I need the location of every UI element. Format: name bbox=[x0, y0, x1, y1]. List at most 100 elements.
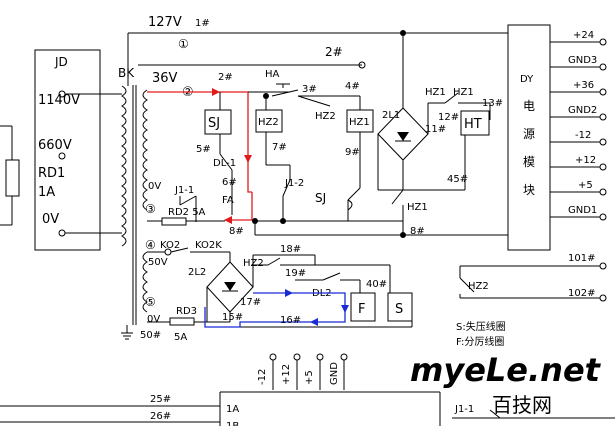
wire-2-left: 2# bbox=[218, 72, 233, 83]
hz1-a-label: HZ1 bbox=[425, 87, 446, 98]
hz2-coil-label: HZ2 bbox=[258, 117, 279, 128]
watermark-cn: 百技网 bbox=[492, 393, 552, 417]
wire-16: 16# bbox=[280, 315, 301, 326]
bottom-section: -12 +12 +5 GND 25# 26# 1A 1B J1-1 bbox=[0, 353, 615, 426]
output-gnd2: GND2 bbox=[550, 105, 607, 121]
hz1-contact-label: HZ1 bbox=[407, 202, 428, 213]
output-minus12: -12 bbox=[550, 130, 607, 146]
v0b-label: 0V bbox=[147, 314, 160, 325]
dl1-label: DL-1 bbox=[213, 158, 236, 169]
ko2-label: KO2 bbox=[160, 240, 180, 251]
wire-2-top: 2# bbox=[325, 45, 343, 59]
watermark-text: myeLe.net bbox=[410, 351, 602, 389]
rd2-label: RD2 5A bbox=[168, 207, 206, 218]
jd-box: JD 1140V 660V RD1 1A 0V bbox=[0, 49, 122, 251]
jd-660v-terminal bbox=[58, 152, 66, 160]
rd2-fuse bbox=[161, 217, 187, 226]
wire-1: 1# bbox=[195, 18, 210, 29]
ht-label: HT bbox=[464, 117, 482, 132]
v50-label: 50V bbox=[148, 257, 168, 268]
wire-12: 12# bbox=[438, 112, 459, 123]
jd-0v-label: 0V bbox=[42, 212, 59, 227]
wire-8-a: 8# bbox=[229, 226, 244, 237]
svg-text:+24: +24 bbox=[573, 30, 594, 41]
hz2-contact-label: HZ2 bbox=[315, 111, 336, 122]
rd3-rating: 5A bbox=[174, 332, 187, 343]
legend-s: S:失压线圈 bbox=[456, 320, 506, 333]
svg-text:GND3: GND3 bbox=[568, 55, 597, 66]
output-plus5: +5 bbox=[550, 180, 607, 196]
top-bus: 127V 1# ① 2# bbox=[127, 15, 508, 108]
legend: S:失压线圈 F:分厉线圈 bbox=[456, 320, 506, 348]
wire-7: 7# bbox=[272, 142, 287, 153]
wire-25: 25# bbox=[150, 394, 171, 405]
wire-4: 4# bbox=[345, 81, 360, 92]
2l2-label: 2L2 bbox=[188, 267, 206, 278]
terminal-1b: 1B bbox=[226, 421, 239, 426]
output-plus36: +36 bbox=[550, 80, 607, 96]
2l1-label: 2L1 bbox=[382, 110, 400, 121]
watermark: myeLe.net 百技网 bbox=[410, 351, 602, 417]
lower-section: 2L2 HZ2 18# 19# 40# DL2 F S 17# bbox=[147, 244, 413, 328]
wire-26: 26# bbox=[150, 411, 171, 422]
node-3: ③ bbox=[145, 202, 156, 216]
rd1-label: RD1 bbox=[38, 166, 65, 181]
wire-13: 13# bbox=[482, 98, 503, 109]
wire-3: 3# bbox=[302, 84, 317, 95]
output-plus12: +12 bbox=[550, 155, 607, 171]
wire-11: 11# bbox=[425, 124, 446, 135]
transformer-bk: BK 36V ② 2# 0V ③ RD2 5A ④ KO2 KO2K 50V ⑤… bbox=[118, 66, 233, 343]
ha-label: HA bbox=[265, 69, 280, 80]
wire-6: 6# bbox=[222, 177, 237, 188]
svg-text:+12: +12 bbox=[575, 155, 596, 166]
svg-text:+36: +36 bbox=[573, 80, 594, 91]
node-1: ① bbox=[178, 37, 189, 51]
wire-50: 50# bbox=[140, 330, 161, 341]
wire-19: 19# bbox=[285, 268, 306, 279]
s-coil-label: S bbox=[395, 302, 403, 317]
rectifier-2l1: 2L1 HZ1 HZ1 13# 11# 12# HT 45# HZ1 bbox=[377, 87, 503, 235]
v36-label: 36V bbox=[152, 71, 178, 86]
rd3-fuse bbox=[169, 317, 195, 326]
ko2k-label: KO2K bbox=[195, 240, 222, 251]
dy-char-4: 块 bbox=[523, 183, 535, 197]
dy-outputs: +24 GND3 +36 GND2 -12 +12 +5 GND1 bbox=[550, 30, 607, 221]
j1-2-label: J1-2 bbox=[284, 178, 304, 189]
ht-box bbox=[460, 110, 490, 136]
jd-660v-label: 660V bbox=[38, 138, 72, 153]
dy-module: DY 电 源 模 块 bbox=[507, 24, 551, 251]
svg-text:+5: +5 bbox=[578, 180, 593, 191]
terminal-1a: 1A bbox=[226, 404, 239, 415]
wire-18: 18# bbox=[280, 244, 301, 255]
wire-5: 5# bbox=[196, 144, 211, 155]
fa-label: FA bbox=[222, 195, 234, 206]
jd-title: JD bbox=[54, 55, 68, 69]
rd3-label: RD3 bbox=[176, 306, 197, 317]
f-coil bbox=[350, 292, 376, 322]
legend-f: F:分厉线圈 bbox=[456, 335, 504, 348]
dy-char-2: 源 bbox=[523, 127, 535, 141]
wire-101: 101# bbox=[568, 253, 595, 264]
svg-text:GND2: GND2 bbox=[568, 105, 597, 116]
hz1-coil-label: HZ1 bbox=[349, 117, 370, 128]
right-lower-hz2: 101# HZ2 102# bbox=[459, 253, 607, 302]
output-gnd1: GND1 bbox=[550, 205, 607, 221]
dy-box bbox=[507, 24, 551, 251]
bottom-j1-1: J1-1 bbox=[454, 404, 474, 415]
node-4: ④ bbox=[145, 238, 156, 252]
sj-contact-label: SJ bbox=[315, 191, 326, 205]
hz2-coil bbox=[255, 109, 283, 133]
bottom-plus5: +5 bbox=[304, 370, 315, 385]
wire-102: 102# bbox=[568, 288, 595, 299]
svg-text:-12: -12 bbox=[575, 130, 591, 141]
s-coil bbox=[387, 292, 413, 322]
sj-coil bbox=[204, 109, 232, 135]
wire-8-b: 8# bbox=[410, 226, 425, 237]
wire-40: 40# bbox=[366, 279, 387, 290]
output-gnd3: GND3 bbox=[550, 55, 607, 71]
node-5: ⑤ bbox=[145, 295, 156, 309]
bottom-gnd: GND bbox=[329, 362, 340, 385]
dy-char-3: 模 bbox=[523, 155, 535, 169]
jd-0v-terminal bbox=[58, 229, 66, 237]
